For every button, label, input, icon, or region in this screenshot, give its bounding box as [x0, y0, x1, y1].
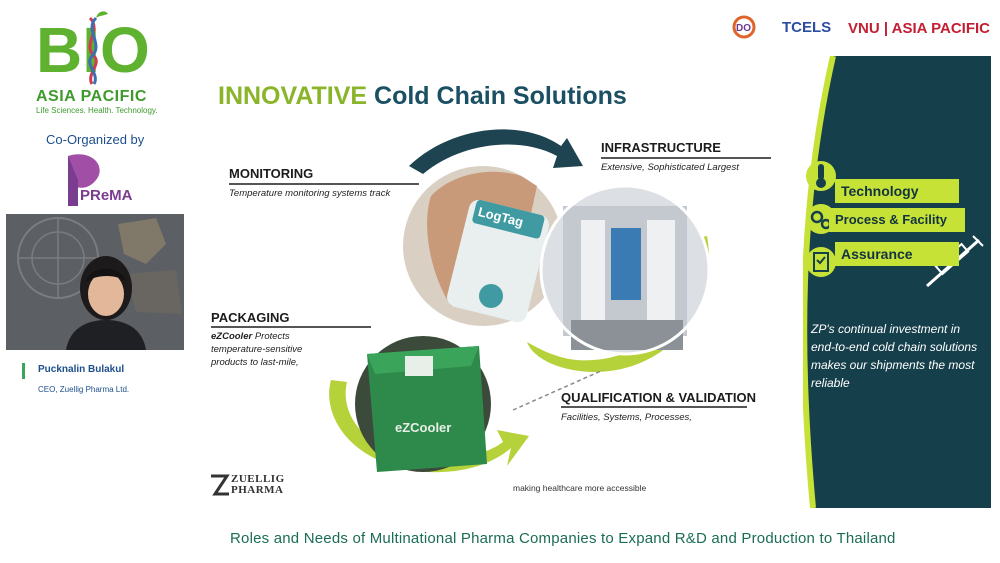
infrastructure-desc: Extensive, Sophisticated Largest	[601, 162, 739, 173]
prema-logo-text: PReMA	[80, 187, 133, 204]
panel-statement: ZP's continual investment in end-to-end …	[811, 322, 978, 390]
presentation-slide: INNOVATIVE Cold Chain Solutions LogTag e…	[191, 56, 991, 508]
pill-technology: Technology	[835, 179, 959, 203]
speaker-video-image	[6, 214, 184, 350]
slide-title-rest: Cold Chain Solutions	[367, 82, 627, 110]
partner-logos: DO TCELS VNU | ASIA PACIFIC	[732, 15, 990, 39]
vnu-asia-pacific-logo: VNU | ASIA PACIFIC	[848, 20, 990, 37]
slide-title-highlight: INNOVATIVE	[218, 82, 368, 110]
zuellig-logo-line1: ZUELLIG	[231, 473, 285, 485]
packaging-underline	[211, 326, 371, 328]
bio-asia-pacific-logo: BIO	[36, 11, 150, 86]
qualification-desc: Facilities, Systems, Processes,	[561, 412, 692, 423]
right-panel	[803, 56, 991, 508]
speaker-video-feed[interactable]	[6, 214, 184, 350]
arrow-arc-top	[409, 129, 583, 174]
do-logo-text: DO	[736, 23, 751, 34]
zuellig-logo-line2: PHARMA	[231, 484, 284, 496]
tcels-logo: TCELS	[782, 19, 831, 36]
speaker-title: CEO, Zuellig Pharma Ltd.	[38, 385, 130, 394]
monitoring-heading: MONITORING	[229, 166, 314, 181]
packaging-heading: PACKAGING	[211, 310, 290, 325]
speaker-name-accent	[22, 363, 25, 379]
qualification-underline	[561, 406, 747, 408]
thermometer-icon	[806, 161, 836, 191]
pill-assurance: Assurance	[835, 242, 959, 266]
infrastructure-underline	[601, 157, 771, 159]
slide-tagline: making healthcare more accessible	[513, 483, 647, 493]
cold-chain-diagram: LogTag eZCooler	[329, 129, 711, 473]
co-organized-label: Co-Organized by	[46, 132, 145, 147]
do-logo	[732, 15, 756, 39]
checklist-icon	[806, 247, 836, 277]
packaging-desc: eZCooler Protects temperature-sensitive …	[211, 330, 323, 369]
monitoring-desc: Temperature monitoring systems track	[229, 188, 391, 199]
bio-region-label: ASIA PACIFIC	[36, 88, 147, 105]
pill-process-facility: Process & Facility	[829, 208, 965, 232]
speaker-name: Pucknalin Bulakul	[38, 364, 125, 375]
bio-tagline: Life Sciences. Health. Technology.	[36, 106, 158, 115]
prema-logo: PReMA	[68, 154, 133, 206]
qualification-heading: QUALIFICATION & VALIDATION	[561, 390, 756, 405]
zuellig-z-icon	[211, 474, 230, 496]
dashed-connector	[512, 369, 604, 411]
monitoring-underline	[229, 183, 419, 185]
packaging-desc-text: Protects temperature-sensitive products …	[211, 331, 303, 368]
session-caption: Roles and Needs of Multinational Pharma …	[230, 530, 896, 547]
slide-title: INNOVATIVE Cold Chain Solutions	[218, 82, 627, 111]
packaging-desc-product: eZCooler	[211, 331, 253, 342]
infrastructure-heading: INFRASTRUCTURE	[601, 140, 721, 155]
ezcooler-label: eZCooler	[395, 420, 451, 435]
